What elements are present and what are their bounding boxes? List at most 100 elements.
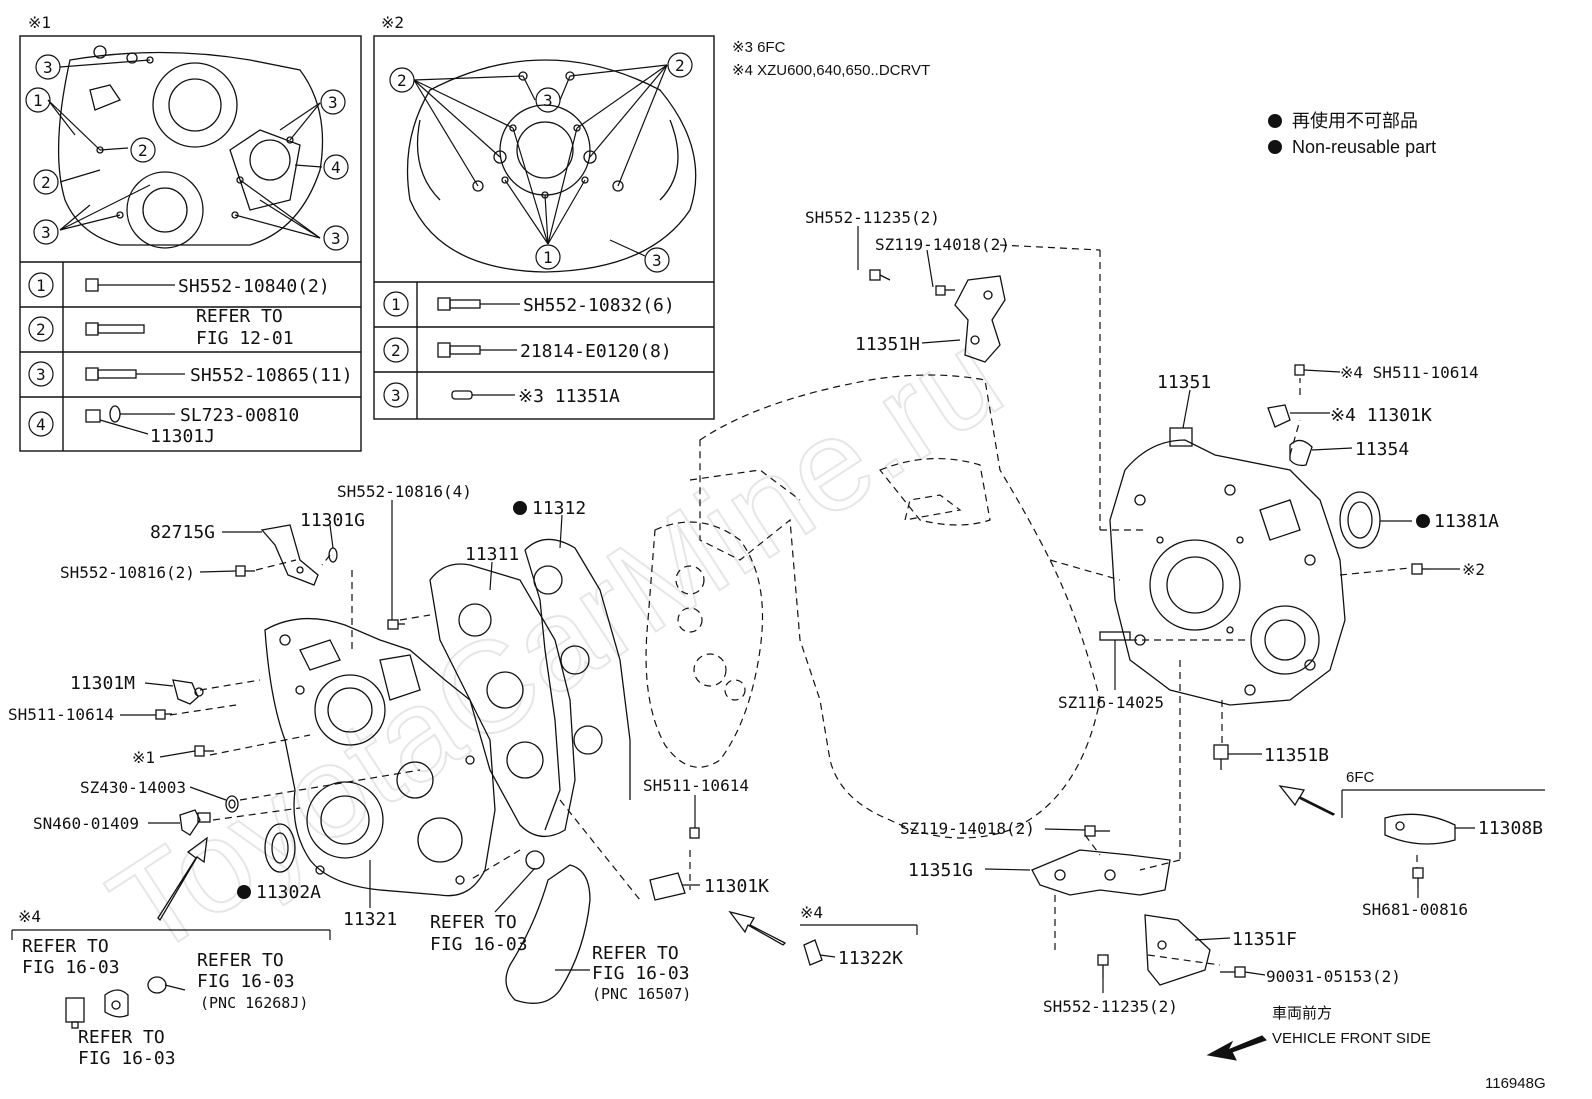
inset-2-table: 1 SH552-10832(6) 2 21814-E0120(8) 3 ※3 1… [374,281,714,419]
bolts-lower-bracket [1084,825,1246,978]
svg-text:2: 2 [397,71,407,90]
label-refer-a-2: FIG 16-03 [430,934,528,955]
bolt-icon [85,278,175,292]
inset-2-housing-sketch [406,59,697,273]
label-refer-d-2: FIG 16-03 [197,971,295,992]
plug-SN460 [179,809,211,836]
gasket-11311 [429,563,576,837]
label-front-en: VEHICLE FRONT SIDE [1272,1030,1431,1047]
arrow-right-6fc [1278,785,1336,816]
svg-text:2: 2 [36,320,46,339]
inset-2-row-3: 3 ※3 11351A [383,382,620,408]
inset-2-leaders [413,64,668,257]
inset-1-cover-sketch [57,45,324,249]
label-x1: ※1 [132,748,155,767]
label-SZ430-14003: SZ430-14003 [80,778,186,797]
label-11321: 11321 [343,909,397,930]
svg-text:2: 2 [675,56,685,75]
label-SH511-10614-mid: SH511-10614 [643,776,749,795]
svg-text:3: 3 [328,93,338,112]
figure-number: 116948G [1485,1075,1546,1092]
plug-icon [85,405,175,435]
inset-1-row-1: 1 SH552-10840(2) [28,272,330,298]
label-6fc: 6FC [1346,769,1375,786]
o-ring-11301G [328,547,338,563]
arrow-vehicle-front-icon [1206,1035,1267,1061]
sensor-11301K-upper [1267,364,1305,428]
label-SH681-00816: SH681-00816 [1362,900,1468,919]
bolt-icon [85,322,145,336]
inset-2-mark: ※2 [381,13,404,32]
non-reusable-dot-icon [237,885,251,899]
label-11381A: 11381A [1434,511,1499,532]
flywheel-housing-11351 [1109,427,1346,706]
bolt-icon [437,342,517,358]
label-refer-b-2: FIG 16-03 [592,963,690,984]
svg-text:3: 3 [43,58,53,77]
label-90031-05153: 90031-05153(2) [1266,967,1401,986]
svg-text:21814-E0120(8): 21814-E0120(8) [520,341,672,362]
svg-text:SH552-10840(2): SH552-10840(2) [178,276,330,297]
label-SH552-11235-upper: SH552-11235(2) [805,208,940,227]
washer-SZ430 [225,795,239,813]
label-11351F: 11351F [1232,929,1297,950]
legend: 再使用不可部品 Non-reusable part [1268,111,1436,157]
label-x4-group: ※4 [18,907,41,926]
svg-text:3: 3 [391,386,401,405]
svg-text:1: 1 [543,248,553,267]
label-11351: 11351 [1157,372,1211,393]
label-refer-e-2: FIG 16-03 [78,1048,176,1069]
label-11351G: 11351G [908,860,973,881]
svg-text:SH552-10865(11): SH552-10865(11) [190,365,353,386]
bolt-icon [85,367,185,381]
label-SZ119-14018-upper: SZ119-14018(2) [875,235,1010,254]
gasket-11312 [524,538,631,831]
inset-2-callouts: 2 2 3 1 3 [389,52,693,273]
non-reusable-dot-icon [1268,114,1282,128]
svg-text:2: 2 [391,341,401,360]
label-x2: ※2 [1462,560,1485,579]
svg-text:FIG 12-01: FIG 12-01 [196,328,294,349]
svg-text:4: 4 [36,415,46,434]
svg-text:1: 1 [391,295,401,314]
cover-11308B [1384,813,1456,888]
label-refer-c-2: FIG 16-03 [22,957,120,978]
bracket-11351G [1031,849,1171,896]
non-reusable-dot-icon [513,501,527,515]
label-11301G: 11301G [300,510,365,531]
inset-1-row-4: 4 SL723-00810 11301J [28,405,299,447]
plug-11351B [1213,744,1229,770]
arrow-left-middle [728,910,787,946]
inset-1-leaders [47,59,323,239]
bolts-upper-bracket [869,269,955,296]
svg-text:2: 2 [41,173,51,192]
inset-1-row-2: 2 REFER TO FIG 12-01 [28,306,294,349]
inset-1-table: 1 SH552-10840(2) 2 REFER TO FIG 12-01 3 … [20,261,361,451]
notes: ※3 6FC ※4 XZU600,640,650..DCRVT [732,39,930,79]
label-refer-e-1: REFER TO [78,1027,165,1048]
svg-text:4: 4 [331,158,341,177]
seal-11381A [1339,491,1381,549]
bolt-SH511-10614-left [155,709,172,720]
bracket-82715G [260,524,319,586]
svg-text:3: 3 [36,365,46,384]
gasket-11354 [1289,439,1313,467]
svg-text:3: 3 [543,91,553,110]
labels: 82715G 11301G SH552-10816(4) SH552-10816… [8,208,1546,1092]
label-front-jp: 車両前方 [1272,1005,1332,1022]
label-refer-d-3: (PNC 16268J) [200,994,308,1012]
label-SZ116-14025: SZ116-14025 [1058,693,1164,712]
bracket-11351F [1144,914,1211,986]
label-x4-clip: ※4 [800,903,823,922]
label-refer-a-1: REFER TO [430,912,517,933]
stud-icon [451,390,515,400]
label-11311: 11311 [465,544,519,565]
sensor-11301K-lower [649,827,700,901]
sensor-11301M [172,679,204,705]
label-11354: 11354 [1355,439,1409,460]
legend-en: Non-reusable part [1292,137,1436,157]
label-11301M: 11301M [70,673,135,694]
assembly-guides [169,244,1418,966]
label-11308B: 11308B [1478,818,1543,839]
